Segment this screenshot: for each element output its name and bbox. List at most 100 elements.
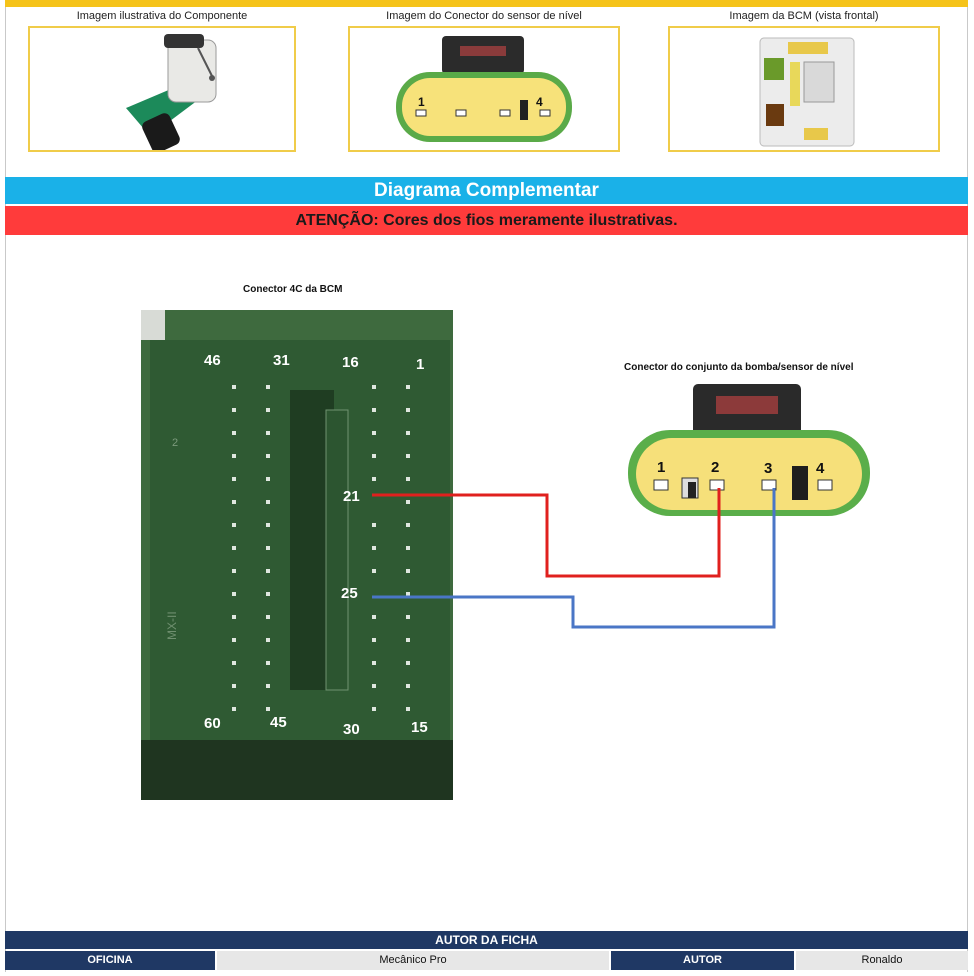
bcm-connector-title: Conector 4C da BCM	[243, 284, 343, 295]
bcm-pin-grid	[232, 385, 410, 711]
sensor-connector-illustration: 1 4	[396, 36, 572, 142]
bcm-pin-25: 25	[341, 585, 358, 602]
page-frame	[5, 0, 968, 972]
pump-pin-3: 3	[764, 460, 772, 477]
connector-image-caption: Imagem do Conector do sensor de nível	[386, 10, 582, 22]
connector-image: 1 4	[348, 26, 620, 152]
footer-autor-value: Ronaldo	[796, 951, 968, 970]
wire-25-to-3	[372, 488, 776, 629]
diagram-title-band: Diagrama Complementar	[5, 177, 968, 204]
bcm-pin-contact	[372, 661, 376, 665]
bcm-pin-1: 1	[416, 356, 424, 373]
bcm-pin-contact	[232, 638, 236, 642]
bcm-pin-contact	[406, 523, 410, 527]
bcm-pin-contact	[406, 569, 410, 573]
bcm-pin-contact	[232, 661, 236, 665]
footer-oficina-value: Mecânico Pro	[217, 951, 609, 970]
bcm-connector: 2 MX-II 46 31 16 1 21 25 60 45 30 15	[141, 310, 453, 800]
bcm-pin-contact	[266, 592, 270, 596]
bcm-pin-contact	[232, 454, 236, 458]
bcm-pin-contact	[266, 638, 270, 642]
bcm-pin-16: 16	[342, 354, 359, 371]
footer-header: AUTOR DA FICHA	[5, 931, 968, 949]
footer-oficina-label: OFICINA	[5, 951, 215, 970]
bcm-pin-contact	[266, 523, 270, 527]
bcm-pin-15: 15	[411, 719, 428, 736]
pump-pin-4: 4	[816, 460, 825, 477]
bcm-pin-contact	[372, 615, 376, 619]
bcm-pin-contact	[372, 569, 376, 573]
bcm-mark-mx: MX-II	[165, 611, 179, 640]
bcm-pin-46: 46	[204, 352, 221, 369]
bcm-front-illustration	[759, 37, 855, 147]
bcm-pin-contact	[372, 454, 376, 458]
bcm-pin-31: 31	[273, 352, 290, 369]
footer-autor-label: AUTOR	[611, 951, 794, 970]
bcm-pin-contact	[406, 408, 410, 412]
bcm-pin-contact	[266, 707, 270, 711]
bcm-pin-contact	[372, 408, 376, 412]
bcm-pin-contact	[372, 477, 376, 481]
bcm-pin-contact	[232, 569, 236, 573]
warning-band: ATENÇÃO: Cores dos fios meramente ilustr…	[5, 206, 968, 235]
bcm-pin-contact	[406, 431, 410, 435]
bcm-pin-contact	[406, 385, 410, 389]
bcm-pin-contact	[266, 661, 270, 665]
bcm-pin-21: 21	[343, 488, 360, 505]
fuel-pump-illustration	[126, 34, 217, 153]
bcm-pin-contact	[372, 523, 376, 527]
bcm-pin-contact	[232, 592, 236, 596]
bcm-pin-contact	[406, 638, 410, 642]
wire-21-to-2	[372, 488, 721, 578]
bcm-pin-30: 30	[343, 721, 360, 738]
bcm-pin-contact	[232, 523, 236, 527]
bcm-pin-contact	[232, 615, 236, 619]
bcm-pin-contact	[266, 500, 270, 504]
bcm-pin-contact	[266, 546, 270, 550]
bcm-pin-contact	[406, 592, 410, 596]
bcm-pin-contact	[406, 684, 410, 688]
bcm-pin-contact	[406, 477, 410, 481]
bcm-pin-contact	[406, 454, 410, 458]
bcm-pin-contact	[266, 477, 270, 481]
bcm-pin-contact	[266, 431, 270, 435]
bcm-pin-contact	[232, 707, 236, 711]
component-image	[28, 26, 296, 153]
bcm-pin-contact	[232, 684, 236, 688]
bcm-pin-contact	[232, 408, 236, 412]
bcm-pin-contact	[266, 385, 270, 389]
pump-connector-title: Conector do conjunto da bomba/sensor de …	[624, 362, 854, 373]
bcm-pin-contact	[406, 661, 410, 665]
bcm-pin-contact	[372, 638, 376, 642]
bcm-pin-contact	[406, 615, 410, 619]
bcm-pin-contact	[372, 684, 376, 688]
bcm-pin-contact	[372, 707, 376, 711]
pump-pin-1: 1	[657, 459, 665, 476]
bcm-pin-contact	[372, 385, 376, 389]
bcm-pin-contact	[266, 454, 270, 458]
bcm-pin-contact	[406, 707, 410, 711]
bcm-pin-contact	[266, 569, 270, 573]
bcm-pin-contact	[232, 431, 236, 435]
bcm-pin-contact	[372, 431, 376, 435]
bcm-image-caption: Imagem da BCM (vista frontal)	[729, 10, 879, 22]
bcm-mark-2: 2	[172, 437, 178, 449]
small-pin-1: 1	[418, 95, 425, 109]
bcm-pin-contact	[232, 546, 236, 550]
small-pin-4: 4	[536, 95, 543, 109]
bcm-pin-contact	[232, 477, 236, 481]
pump-connector: 1 2 3 4	[628, 384, 870, 516]
bcm-pin-60: 60	[204, 715, 221, 732]
bcm-image	[668, 26, 940, 152]
bcm-pin-contact	[266, 615, 270, 619]
bcm-pin-contact	[232, 500, 236, 504]
bcm-pin-contact	[232, 385, 236, 389]
top-accent-bar	[5, 0, 968, 7]
component-image-caption: Imagem ilustrativa do Componente	[76, 10, 248, 22]
bcm-pin-45: 45	[270, 714, 287, 731]
bcm-pin-contact	[406, 546, 410, 550]
bcm-pin-contact	[266, 408, 270, 412]
pump-pin-2: 2	[711, 459, 719, 476]
bcm-pin-contact	[406, 500, 410, 504]
